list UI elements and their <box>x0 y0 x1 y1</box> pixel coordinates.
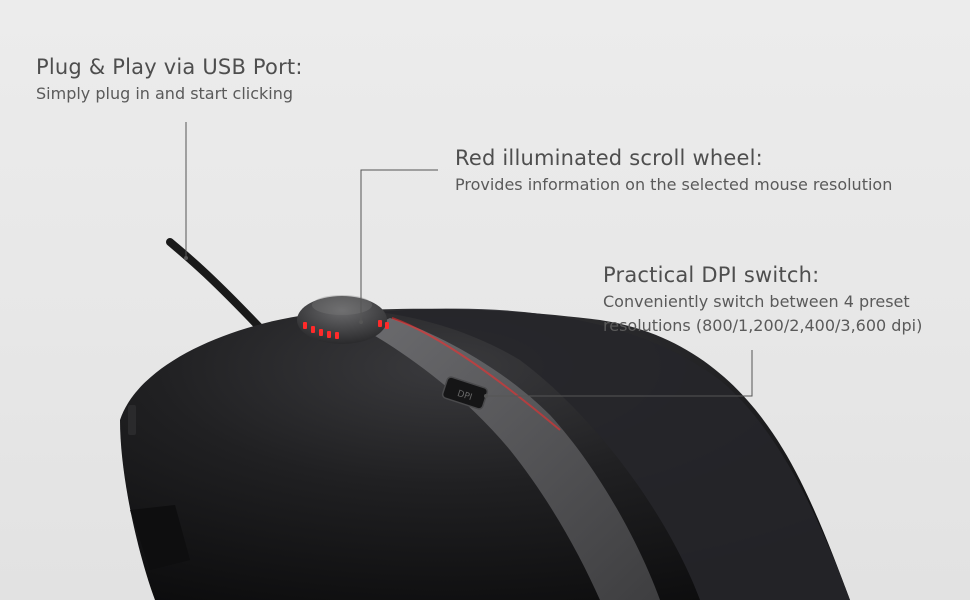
callout-wheel-title: Red illuminated scroll wheel: <box>455 146 763 170</box>
svg-text:DPI: DPI <box>456 389 473 403</box>
callout-dpi-description-line2: resolutions (800/1,200/2,400/3,600 dpi) <box>603 316 923 335</box>
usb-cable <box>166 238 266 334</box>
callout-dpi-title: Practical DPI switch: <box>603 263 820 287</box>
leader-lines <box>185 122 753 397</box>
callout-usb-description: Simply plug in and start clicking <box>36 84 294 103</box>
dpi-switch-icon <box>441 376 489 410</box>
accent-stripe <box>365 318 660 600</box>
callout-dpi-description-line1: Conveniently switch between 4 preset <box>603 292 910 311</box>
callout-dpi: Practical DPI switch: Conveniently switc… <box>603 262 922 338</box>
callout-wheel: Red illuminated scroll wheel: Provides i… <box>455 145 892 197</box>
callout-usb: Plug & Play via USB Port: Simply plug in… <box>36 54 303 106</box>
callout-wheel-description: Provides information on the selected mou… <box>455 175 893 194</box>
led-indicator <box>303 320 389 339</box>
callout-usb-title: Plug & Play via USB Port: <box>36 55 303 79</box>
